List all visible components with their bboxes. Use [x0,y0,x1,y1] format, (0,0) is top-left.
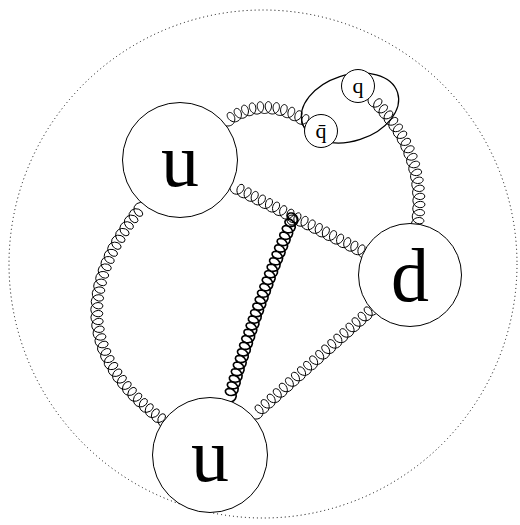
gluon [223,102,315,129]
quark-label: d [391,237,429,313]
quark-label: u [161,122,199,198]
quark-label: u [191,417,229,493]
sea-quark: q [341,69,375,103]
valence-quark: u [122,102,238,218]
sea-quark: q̄ [304,114,338,148]
quark-label: q̄ [316,120,327,142]
valence-quark: d [358,223,462,327]
quark-pair-bubble [292,61,408,155]
gluon [230,184,372,258]
gluon [91,202,172,427]
quark-label: q [353,75,364,97]
proton-boundary [9,10,517,518]
gluon-vertex [225,213,298,402]
valence-quark: u [152,397,268,513]
gluon [252,301,379,419]
gluon [368,96,425,232]
gluon [225,213,298,402]
